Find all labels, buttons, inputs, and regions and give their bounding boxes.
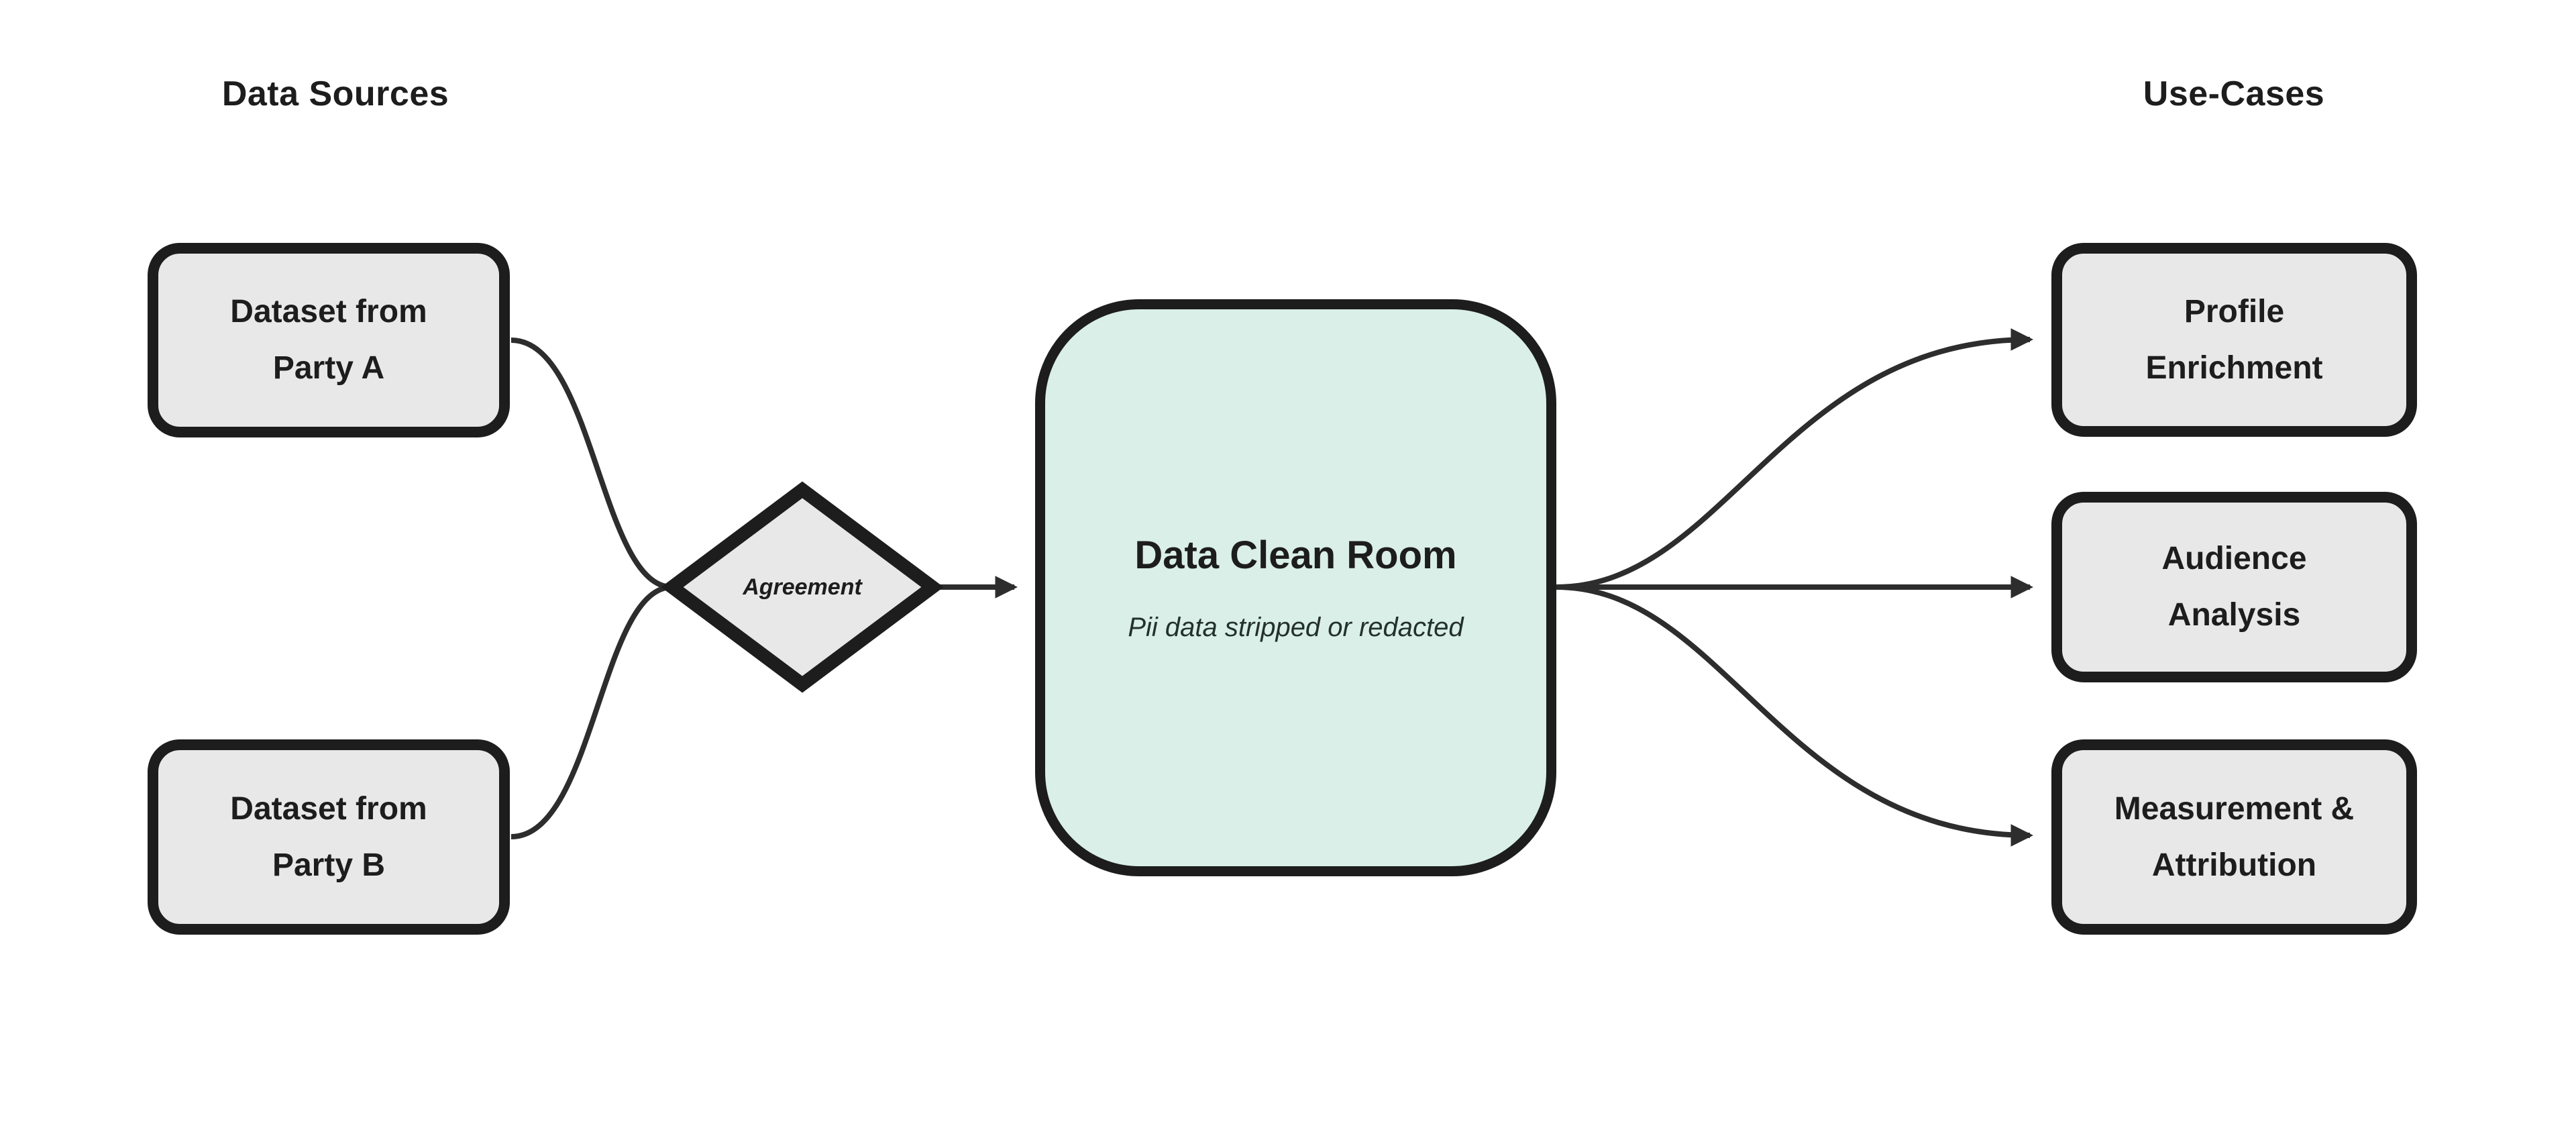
- node-dataset-party-a: Dataset from Party A: [148, 243, 510, 437]
- node-measurement-attribution-label: Measurement & Attribution: [2114, 790, 2355, 883]
- node-profile-enrichment: Profile Enrichment: [2051, 243, 2417, 437]
- node-dataset-party-a-label: Dataset from Party A: [230, 294, 427, 386]
- node-measurement-attribution: Measurement & Attribution: [2051, 739, 2417, 935]
- data-clean-room-subtitle: Pii data stripped or redacted: [1128, 613, 1464, 642]
- node-data-clean-room: Data Clean Room Pii data stripped or red…: [1035, 299, 1556, 876]
- edge-party-b-to-agreement: [511, 584, 673, 839]
- agreement-diamond: [661, 481, 944, 693]
- data-clean-room-title: Data Clean Room: [1134, 533, 1457, 577]
- use-cases-title: Use-Cases: [2143, 74, 2325, 113]
- node-audience-analysis: Audience Analysis: [2051, 492, 2417, 682]
- node-dataset-party-b: Dataset from Party B: [148, 739, 510, 935]
- edge-party-a-to-agreement: [511, 337, 673, 590]
- edge-clean-room-to-measurement-attribution: [1556, 584, 2034, 847]
- node-dataset-party-b-label: Dataset from Party B: [230, 790, 427, 883]
- data-sources-title: Data Sources: [221, 74, 449, 113]
- node-audience-analysis-label: Audience Analysis: [2161, 541, 2307, 633]
- agreement-label: Agreement: [743, 574, 862, 600]
- edge-clean-room-to-profile-enrichment: [1556, 328, 2034, 590]
- node-profile-enrichment-label: Profile Enrichment: [2145, 293, 2323, 386]
